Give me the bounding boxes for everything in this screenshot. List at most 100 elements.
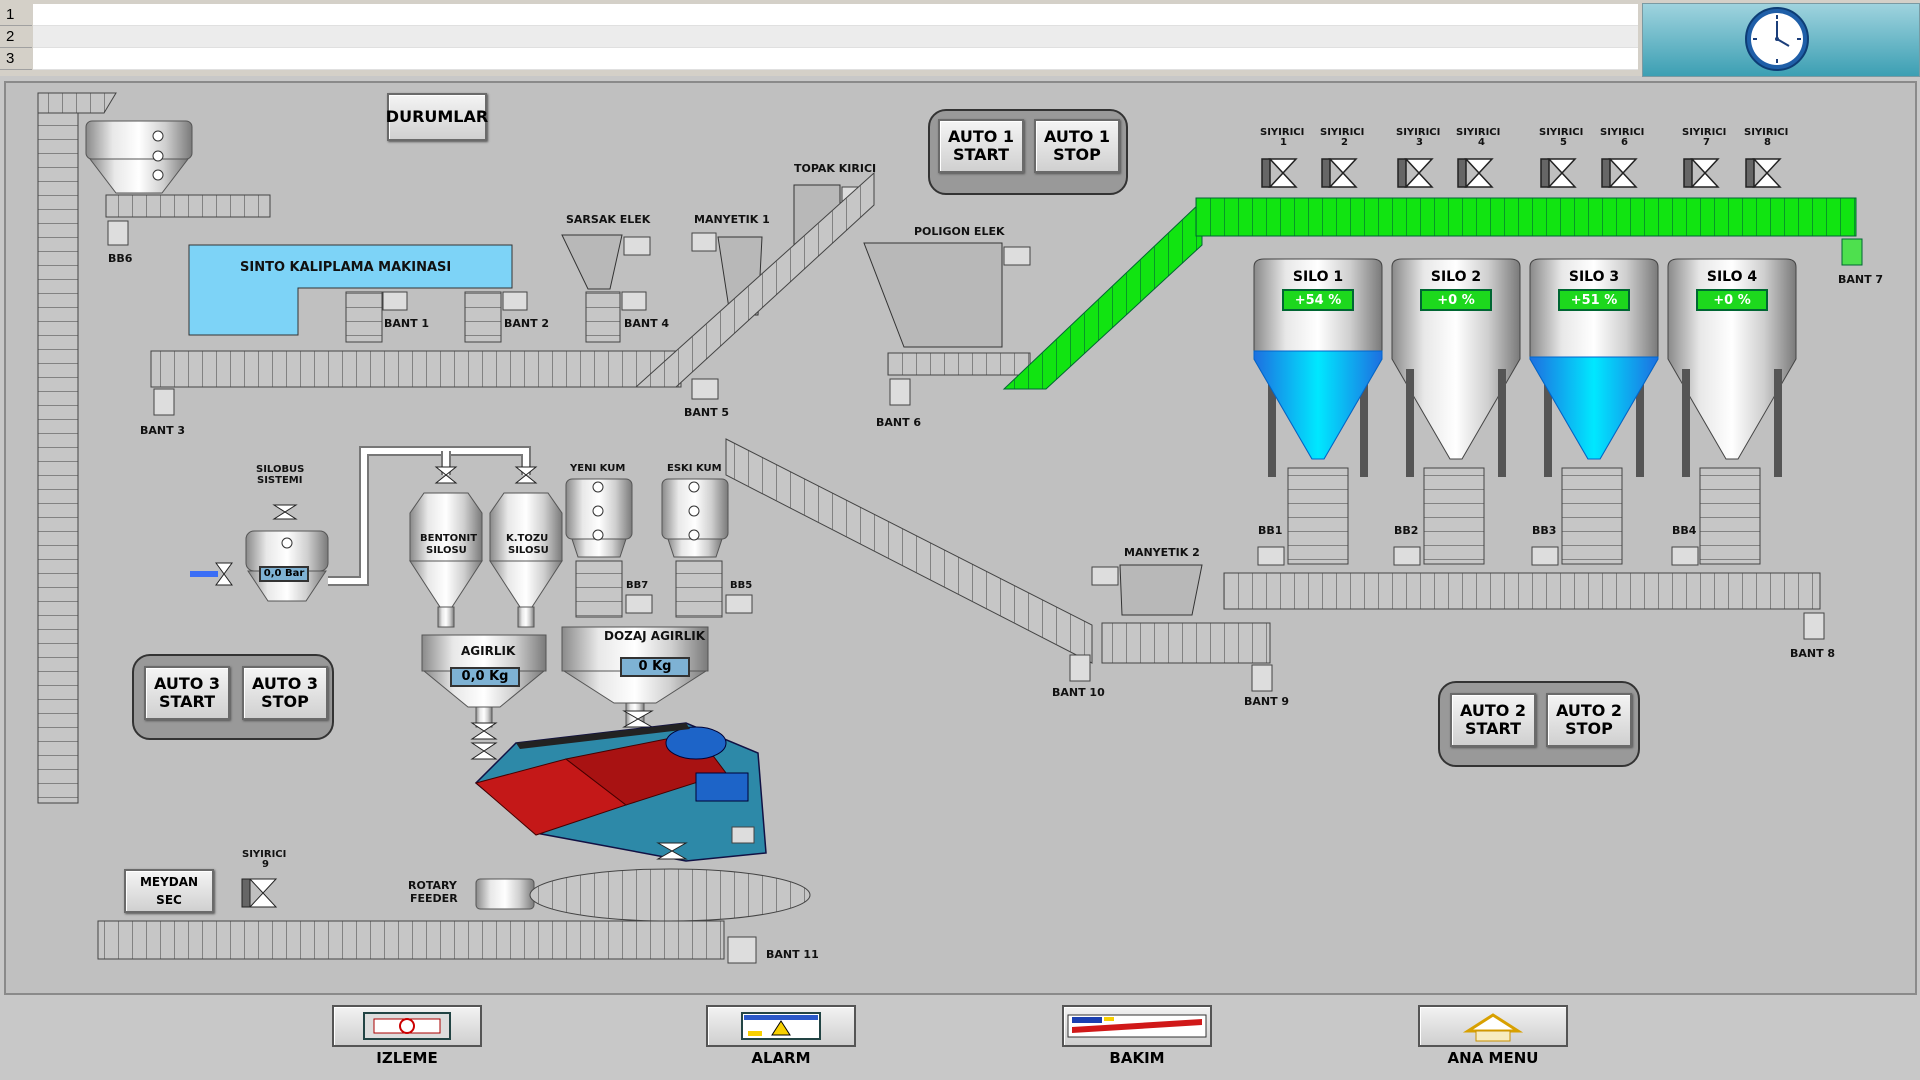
svg-text:POLIGON ELEK: POLIGON ELEK: [914, 225, 1005, 238]
elevator-conveyor: [37, 92, 79, 804]
svg-text:ESKI KUM: ESKI KUM: [667, 463, 722, 474]
motor-icon: [691, 378, 719, 400]
motor-icon: [1251, 664, 1273, 692]
motor-icon: [731, 826, 755, 844]
svg-text:MANYETIK 1: MANYETIK 1: [694, 213, 770, 226]
bant11-conveyor: [97, 920, 725, 960]
silo-fill-level: [1253, 350, 1383, 460]
clock-panel: [1642, 3, 1920, 77]
bentonit-valve[interactable]: [434, 466, 458, 484]
svg-text:1: 1: [1280, 137, 1287, 148]
svg-text:BANT 9: BANT 9: [1244, 695, 1289, 708]
poligon-elek: [863, 242, 1003, 348]
sinto-machine[interactable]: [188, 244, 513, 336]
alarm-label: ALARM: [751, 1049, 811, 1067]
svg-text:SILOSU: SILOSU: [508, 545, 549, 556]
svg-text:BB2: BB2: [1394, 524, 1418, 537]
ktozu-silo: [489, 492, 563, 628]
navigation-bar: IZLEME ALARM BAKIM ANA MENU: [0, 997, 1920, 1080]
motor-icon: [1003, 246, 1031, 266]
sivirici-valve-4[interactable]: [1457, 158, 1494, 188]
svg-text:MANYETIK 2: MANYETIK 2: [1124, 546, 1200, 559]
bant7-conveyor: [1195, 197, 1857, 237]
svg-text:SIYIRICI: SIYIRICI: [1456, 127, 1500, 138]
maintenance-icon: [1067, 1014, 1207, 1038]
motor-icon: [625, 594, 653, 614]
process-diagram: BB6 SINTO KALIPLAMA MAKINASI BANT 1 BANT…: [37, 92, 1883, 964]
motor-icon: [1091, 566, 1119, 586]
motor-icon: [153, 388, 175, 416]
bant10-conveyor: [725, 438, 1093, 664]
message-row[interactable]: [33, 26, 1638, 48]
message-row[interactable]: [33, 48, 1638, 70]
ktozu-valve[interactable]: [514, 466, 538, 484]
message-row[interactable]: [33, 4, 1638, 26]
sivirici-valve-3[interactable]: [1397, 158, 1434, 188]
silobus-valve[interactable]: [215, 562, 233, 586]
top-message-bar: 1 2 3: [0, 0, 1920, 77]
clock-icon: [1745, 7, 1809, 71]
motor-icon: [1393, 546, 1421, 566]
durumlar-button[interactable]: DURUMLAR: [386, 93, 488, 141]
svg-text:BANT 11: BANT 11: [766, 948, 819, 961]
silobus-valve-top[interactable]: [272, 504, 298, 520]
mixer-machine: [474, 722, 767, 862]
manyetik-2: [1119, 564, 1203, 616]
svg-text:BANT 4: BANT 4: [624, 317, 669, 330]
izleme-label: IZLEME: [376, 1049, 438, 1067]
svg-text:BB7: BB7: [626, 580, 648, 591]
bant6-conveyor: [887, 352, 1031, 376]
alarm-button[interactable]: [706, 1005, 856, 1047]
svg-text:SIYIRICI: SIYIRICI: [1320, 127, 1364, 138]
svg-text:BB3: BB3: [1532, 524, 1556, 537]
sivirici-valve-8[interactable]: [1745, 158, 1782, 188]
svg-text:YENI KUM: YENI KUM: [569, 463, 625, 474]
svg-text:AGIRLIK: AGIRLIK: [461, 644, 516, 658]
bentonit-silo: [409, 492, 483, 628]
motor-icon: [691, 232, 717, 252]
silo-level-indicator: +51 %: [1558, 289, 1630, 311]
sivirici-valve-9[interactable]: [241, 878, 278, 908]
yeni-kum-hopper: [565, 478, 633, 558]
bakim-button[interactable]: [1062, 1005, 1212, 1047]
svg-text:SIYIRICI: SIYIRICI: [242, 849, 286, 860]
svg-text:SILOSU: SILOSU: [426, 545, 467, 556]
rotary-feeder: [529, 868, 811, 922]
sivirici-valve-5[interactable]: [1540, 158, 1577, 188]
svg-text:9: 9: [262, 859, 269, 870]
motor-icon: [1841, 238, 1863, 266]
alarm-icon: [741, 1012, 821, 1040]
sivirici-valve-1[interactable]: [1261, 158, 1298, 188]
motor-icon: [107, 220, 129, 246]
sivirici-valve-7[interactable]: [1683, 158, 1720, 188]
svg-text:BB4: BB4: [1672, 524, 1697, 537]
silo-title: SILO 1: [1292, 269, 1344, 285]
motor-icon: [1803, 612, 1825, 640]
motor-icon: [725, 594, 753, 614]
silo-title: SILO 2: [1430, 269, 1482, 285]
motor-icon: [621, 291, 647, 311]
bant7-incline-conveyor: [1002, 199, 1203, 390]
bant8-conveyor: [1223, 572, 1821, 610]
motor-icon: [502, 291, 528, 311]
motor-icon: [1531, 546, 1559, 566]
sivirici-valve-2[interactable]: [1321, 158, 1358, 188]
izleme-button[interactable]: [332, 1005, 482, 1047]
bant9-conveyor: [1101, 622, 1271, 664]
ana-menu-button[interactable]: [1418, 1005, 1568, 1047]
svg-text:SIYIRICI: SIYIRICI: [1260, 127, 1304, 138]
svg-text:BANT 3: BANT 3: [140, 424, 185, 437]
motor-icon: [382, 291, 408, 311]
agirlik-weight-display: 0,0 Kg: [450, 667, 520, 687]
svg-text:7: 7: [1703, 137, 1710, 148]
svg-text:BANT 5: BANT 5: [684, 406, 729, 419]
motor-icon: [1257, 546, 1285, 566]
sivirici-valve-6[interactable]: [1601, 158, 1638, 188]
